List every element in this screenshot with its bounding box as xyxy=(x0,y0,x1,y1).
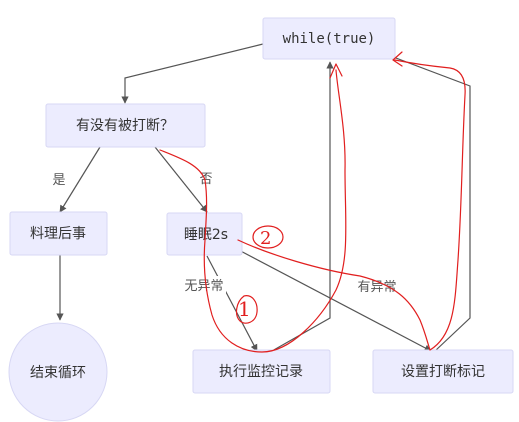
annotation-path-1-stroke xyxy=(159,63,347,353)
edge-label-yes: 是 xyxy=(50,170,68,188)
edge-label-no-exception: 无异常 xyxy=(182,276,226,294)
node-while-loop-label: while(true) xyxy=(283,31,376,47)
annotation-circle-1 xyxy=(235,295,258,324)
edge-label-no-exception-text: 无异常 xyxy=(184,279,223,294)
edge-sleep-to-setflag xyxy=(232,246,432,352)
edge-check-to-aftermath xyxy=(59,146,101,213)
node-while-loop-box xyxy=(262,17,396,60)
edge-setflag-back-to-while xyxy=(379,50,471,352)
node-handle-aftermath-label: 料理后事 xyxy=(30,226,86,242)
node-end-loop: 结束循环 xyxy=(8,322,108,422)
annotation-path-2-stroke xyxy=(237,51,466,351)
node-record-label: 执行监控记录 xyxy=(219,364,303,380)
label-background xyxy=(353,277,401,295)
edge-labels: 是 否 无异常 有异常 xyxy=(50,169,401,295)
edge-label-yes-text: 是 xyxy=(52,173,65,188)
annotation-circle-2 xyxy=(252,225,284,249)
edge-check-to-sleep xyxy=(154,146,208,213)
annotation-number-2: 2 xyxy=(260,228,271,249)
node-end-loop-label: 结束循环 xyxy=(30,365,86,381)
node-set-flag: 设置打断标记 xyxy=(372,349,514,394)
node-set-flag-box xyxy=(372,349,514,394)
node-record-box xyxy=(192,349,331,394)
annotation-number-1: 1 xyxy=(238,297,251,321)
handwritten-annotations: 1 2 xyxy=(159,51,466,353)
node-sleep: 睡眠2s xyxy=(166,212,243,256)
edge-label-has-exception: 有异常 xyxy=(353,277,401,295)
node-handle-aftermath-box xyxy=(9,211,108,256)
node-set-flag-label: 设置打断标记 xyxy=(401,363,485,380)
edge-while-to-check xyxy=(121,43,264,104)
node-record: 执行监控记录 xyxy=(192,349,331,394)
node-check-interrupt-box xyxy=(45,103,206,148)
edge-label-has-exception-text: 有异常 xyxy=(357,280,396,295)
node-sleep-label: 睡眠2s xyxy=(184,227,228,243)
label-background xyxy=(182,276,226,294)
node-while-loop: while(true) xyxy=(262,17,396,60)
edges xyxy=(56,43,471,352)
node-handle-aftermath: 料理后事 xyxy=(9,211,108,256)
label-background xyxy=(50,170,68,188)
node-check-interrupt: 有没有被打断？ xyxy=(45,103,206,148)
edge-record-back-to-while xyxy=(271,61,334,352)
node-check-interrupt-label: 有没有被打断？ xyxy=(76,117,174,134)
node-end-loop-circle xyxy=(8,322,108,422)
edge-sleep-to-record xyxy=(206,255,258,352)
